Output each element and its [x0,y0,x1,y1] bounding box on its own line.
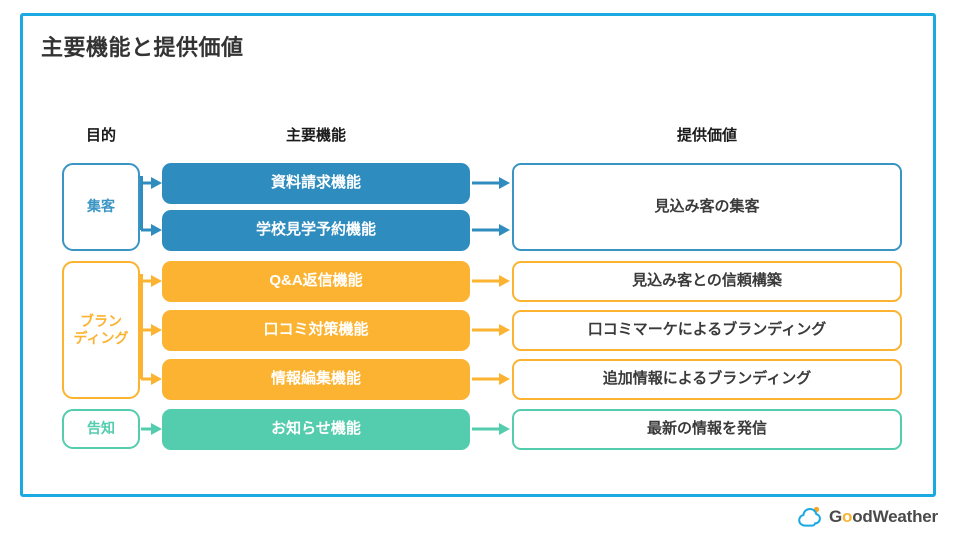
logo-text-prefix: G [829,507,843,526]
arrow-feature-to-value-5 [472,372,510,386]
brand-logo: GoodWeather [797,504,938,530]
feature-box-info-editing[interactable]: 情報編集機能 [162,359,470,400]
value-box-lead-acquisition[interactable]: 見込み客の集客 [512,163,902,251]
arrow-feature-to-value-6 [472,422,510,436]
arrow-purpose-to-feature-1 [141,176,162,190]
arrow-purpose-to-feature-5 [141,372,162,386]
connector-purpose-branding [140,274,143,379]
logo-text-accent: o [842,507,853,526]
purpose-box-announcement[interactable]: 告知 [62,409,140,449]
arrow-purpose-to-feature-2 [141,223,162,237]
value-box-latest-info[interactable]: 最新の情報を発信 [512,409,902,450]
arrow-purpose-to-feature-4 [141,323,162,337]
feature-box-document-request[interactable]: 資料請求機能 [162,163,470,204]
purpose-box-branding[interactable]: ブラン ディング [62,261,140,399]
value-box-review-branding[interactable]: 口コミマーケによるブランディング [512,310,902,351]
cloud-sun-icon [797,505,823,529]
brand-logo-text: GoodWeather [829,507,938,527]
column-header-features: 主要機能 [285,127,346,144]
feature-box-school-visit-booking[interactable]: 学校見学予約機能 [162,210,470,251]
arrow-feature-to-value-3 [472,274,510,288]
arrow-feature-to-value-4 [472,323,510,337]
value-box-trust-building[interactable]: 見込み客との信頼構築 [512,261,902,302]
arrow-feature-to-value-2 [472,223,510,237]
feature-box-qa-reply[interactable]: Q&A返信機能 [162,261,470,302]
arrow-purpose-to-feature-6 [141,422,162,436]
feature-box-news[interactable]: お知らせ機能 [162,409,470,450]
value-box-extra-info-branding[interactable]: 追加情報によるブランディング [512,359,902,400]
arrow-purpose-to-feature-3 [141,274,162,288]
purpose-box-attract[interactable]: 集客 [62,163,140,251]
column-header-value: 提供価値 [676,127,737,144]
connector-purpose-attract [140,176,143,230]
page-title: 主要機能と提供価値 [41,35,244,60]
arrow-feature-to-value-1 [472,176,510,190]
feature-box-review-management[interactable]: 口コミ対策機能 [162,310,470,351]
column-header-purpose: 目的 [85,127,116,144]
logo-text-suffix: odWeather [852,507,938,526]
